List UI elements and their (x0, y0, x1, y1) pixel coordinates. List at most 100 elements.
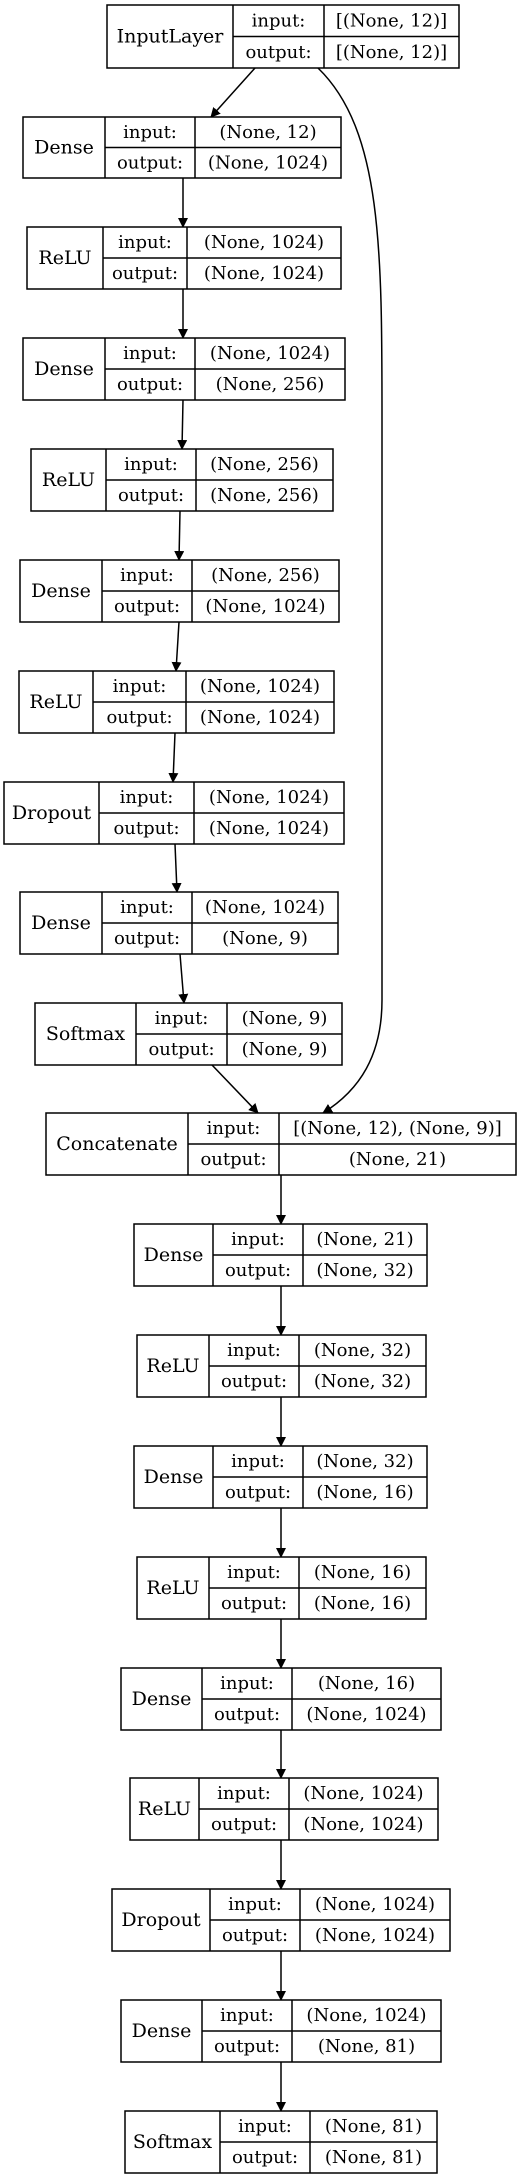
output-shape: (None, 1024) (306, 1704, 426, 1725)
input-shape: (None, 9) (242, 1008, 328, 1029)
input-shape: (None, 1024) (209, 787, 329, 808)
input-label: input: (220, 1673, 274, 1694)
layer-node: Dropout input: output: (None, 1024) (None, 1… (111, 1888, 451, 1952)
input-shape: (None, 1024) (200, 676, 320, 697)
input-shape: (None, 1024) (315, 1894, 435, 1915)
input-label: input: (228, 1894, 282, 1915)
input-label: input: (118, 232, 172, 253)
layer-node: Dropout input: output: (None, 1024) (None, 1… (3, 781, 345, 845)
input-shape: (None, 16) (318, 1673, 415, 1694)
output-label: output: (221, 1593, 287, 1614)
output-label: output: (222, 1925, 288, 1946)
input-label: input: (124, 454, 178, 475)
input-label: input: (123, 122, 177, 143)
input-shape: (None, 1024) (306, 2005, 426, 2026)
input-shape: (None, 16) (314, 1562, 411, 1583)
input-shape: (None, 1024) (204, 232, 324, 253)
edge-arrow (168, 732, 179, 783)
layer-node: Dense input: output: (None, 16) (None, 1024) (120, 1667, 442, 1731)
edge-arrow (171, 843, 182, 893)
input-shape: (None, 81) (325, 2116, 422, 2137)
output-label: output: (114, 596, 180, 617)
output-label: output: (245, 42, 311, 63)
input-label: input: (252, 10, 306, 31)
output-shape: (None, 32) (316, 1260, 413, 1281)
layer-name: Softmax (46, 1023, 125, 1045)
output-label: output: (117, 374, 183, 395)
output-label: output: (114, 928, 180, 949)
layer-name: Dropout (121, 1909, 201, 1931)
layer-node: ReLU input: output: (None, 1024) (None, 1024… (26, 226, 342, 290)
layer-name: Dense (144, 1244, 204, 1266)
output-label: output: (214, 2036, 280, 2057)
output-shape: (None, 21) (349, 1149, 446, 1170)
output-label: output: (113, 818, 179, 839)
output-shape: (None, 1024) (303, 1814, 423, 1835)
output-shape: (None, 1024) (204, 263, 324, 284)
output-shape: (None, 1024) (205, 596, 325, 617)
output-label: output: (118, 485, 184, 506)
layer-name: Dense (34, 137, 94, 159)
output-shape: (None, 16) (314, 1593, 411, 1614)
layer-name: Dropout (12, 802, 92, 824)
layer-name: Dense (132, 1688, 192, 1710)
edge-arrow (317, 67, 383, 1114)
layer-name: Dense (132, 2020, 192, 2042)
output-label: output: (232, 2147, 298, 2168)
input-label: input: (227, 1562, 281, 1583)
layer-name: ReLU (138, 1798, 191, 1820)
input-shape: (None, 1024) (205, 897, 325, 918)
input-shape: (None, 1024) (303, 1783, 423, 1804)
layer-name: ReLU (42, 469, 95, 491)
edges (168, 67, 383, 2112)
layer-name: ReLU (146, 1577, 199, 1599)
edge-arrow (177, 399, 188, 450)
layer-name: Dense (34, 358, 94, 380)
layer-node: ReLU input: output: (None, 16) (None, 16) (136, 1556, 427, 1620)
layer-node: Concatenate input: output: [(None, 12), (No… (45, 1112, 517, 1176)
output-shape: (None, 9) (222, 928, 308, 949)
edge-arrow (210, 67, 256, 118)
output-shape: (None, 32) (314, 1371, 411, 1392)
input-label: input: (220, 2005, 274, 2026)
output-shape: (None, 1024) (315, 1925, 435, 1946)
output-label: output: (112, 263, 178, 284)
output-label: output: (214, 1704, 280, 1725)
layer-name: Dense (144, 1466, 204, 1488)
output-shape: (None, 81) (325, 2147, 422, 2168)
output-shape: (None, 1024) (208, 152, 328, 173)
output-label: output: (211, 1814, 277, 1835)
input-label: input: (120, 787, 174, 808)
edge-arrow (171, 621, 182, 672)
input-label: input: (238, 2116, 292, 2137)
layer-name: ReLU (38, 247, 91, 269)
output-label: output: (200, 1149, 266, 1170)
input-shape: (None, 1024) (210, 343, 330, 364)
input-shape: (None, 32) (314, 1340, 411, 1361)
input-label: input: (207, 1118, 261, 1139)
output-label: output: (225, 1482, 291, 1503)
output-shape: (None, 1024) (200, 707, 320, 728)
layer-name: Dense (31, 912, 91, 934)
input-shape: [(None, 12)] (336, 10, 447, 31)
layer-name: Softmax (133, 2131, 212, 2153)
edge-arrow (178, 953, 189, 1004)
output-label: output: (148, 1039, 214, 1060)
input-shape: (None, 21) (316, 1229, 413, 1250)
layer-name: Concatenate (56, 1133, 178, 1155)
input-label: input: (231, 1451, 285, 1472)
output-shape: (None, 1024) (209, 818, 329, 839)
input-shape: [(None, 12), (None, 9)] (293, 1118, 502, 1139)
input-label: input: (113, 676, 167, 697)
